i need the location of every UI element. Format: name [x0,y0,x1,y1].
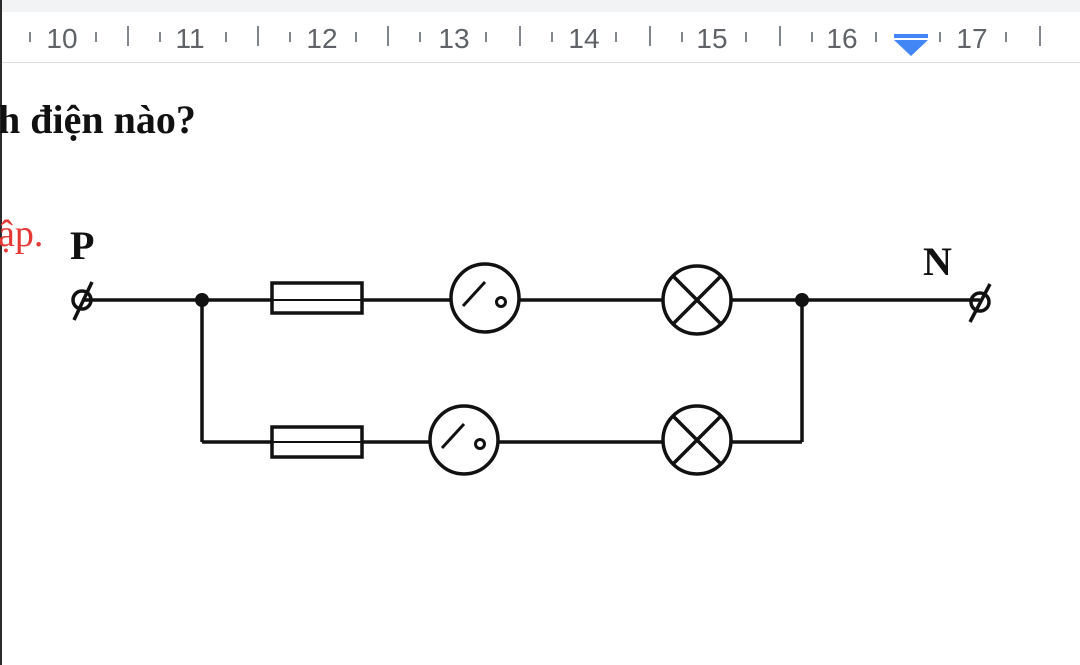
switch-2 [428,404,500,476]
ruler-number: 11 [175,23,204,54]
indent-marker-bar[interactable] [894,34,928,38]
ruler-number: 13 [438,23,469,54]
terminal-p-symbol [71,289,93,311]
ruler-number: 14 [568,23,599,54]
terminal-n-slash [968,283,992,323]
terminal-label-p: P [70,223,95,268]
question-text: h điện nào? [0,97,196,142]
switch-1-contact [495,296,507,308]
ruler-graphic: 10 11 12 13 14 15 16 17 [29,23,1041,56]
switch-1 [449,262,521,334]
ruler-number: 10 [46,23,77,54]
window-edge [0,0,2,665]
right-indent-marker-icon[interactable] [894,40,928,56]
lamp-2 [661,404,733,476]
terminal-n-symbol [969,291,991,313]
ruler-ticks [29,26,1041,46]
lamp-2-cross-b [671,414,723,466]
switch-2-lever [440,422,466,450]
answer-text: ập. [0,213,44,255]
horizontal-ruler[interactable]: 10 11 12 13 14 15 16 17 [0,12,1080,63]
ruler-number: 16 [826,23,857,54]
terminal-p-slash [72,281,94,321]
junction-dot-left [195,293,209,307]
ruler-number: 17 [956,23,987,54]
terminal-label-n: N [923,239,952,284]
ruler-number: 12 [306,23,337,54]
switch-2-contact [474,438,486,450]
document-page[interactable] [2,63,1080,665]
ruler-number: 15 [696,23,727,54]
fuse-1 [270,281,364,315]
junction-dot-right [795,293,809,307]
lamp-1-cross-b [671,274,723,326]
switch-1-lever [461,280,487,308]
toolbar-edge [0,0,1080,12]
